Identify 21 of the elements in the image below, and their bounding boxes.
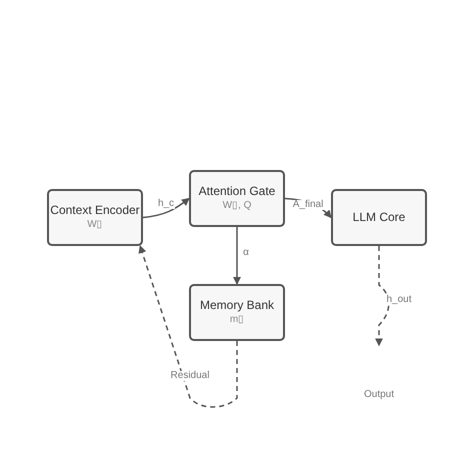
box-title: Memory Bank xyxy=(200,298,274,314)
output-label: Output xyxy=(354,385,404,403)
box-subtitle: W▯, Q xyxy=(222,200,252,213)
edge-label: A_final xyxy=(292,200,324,210)
process-box xyxy=(189,284,285,341)
box-subtitle: m▯ xyxy=(230,314,244,327)
box-title: LLM Core xyxy=(352,210,406,225)
edge-label: h_out xyxy=(385,295,413,305)
box-title: Context Encoder xyxy=(50,203,140,218)
arrow xyxy=(142,198,190,218)
process-box xyxy=(189,170,285,227)
process-box xyxy=(331,189,427,246)
arrow xyxy=(375,246,390,346)
arrow xyxy=(233,227,241,285)
process-box xyxy=(47,189,143,246)
edge-label: h_c xyxy=(156,199,176,209)
arrow xyxy=(138,245,238,408)
edge-label: α xyxy=(242,248,250,258)
box-subtitle: W▯ xyxy=(87,219,103,232)
box-title: Attention Gate xyxy=(198,184,276,200)
edge-label: Residual xyxy=(170,371,210,381)
